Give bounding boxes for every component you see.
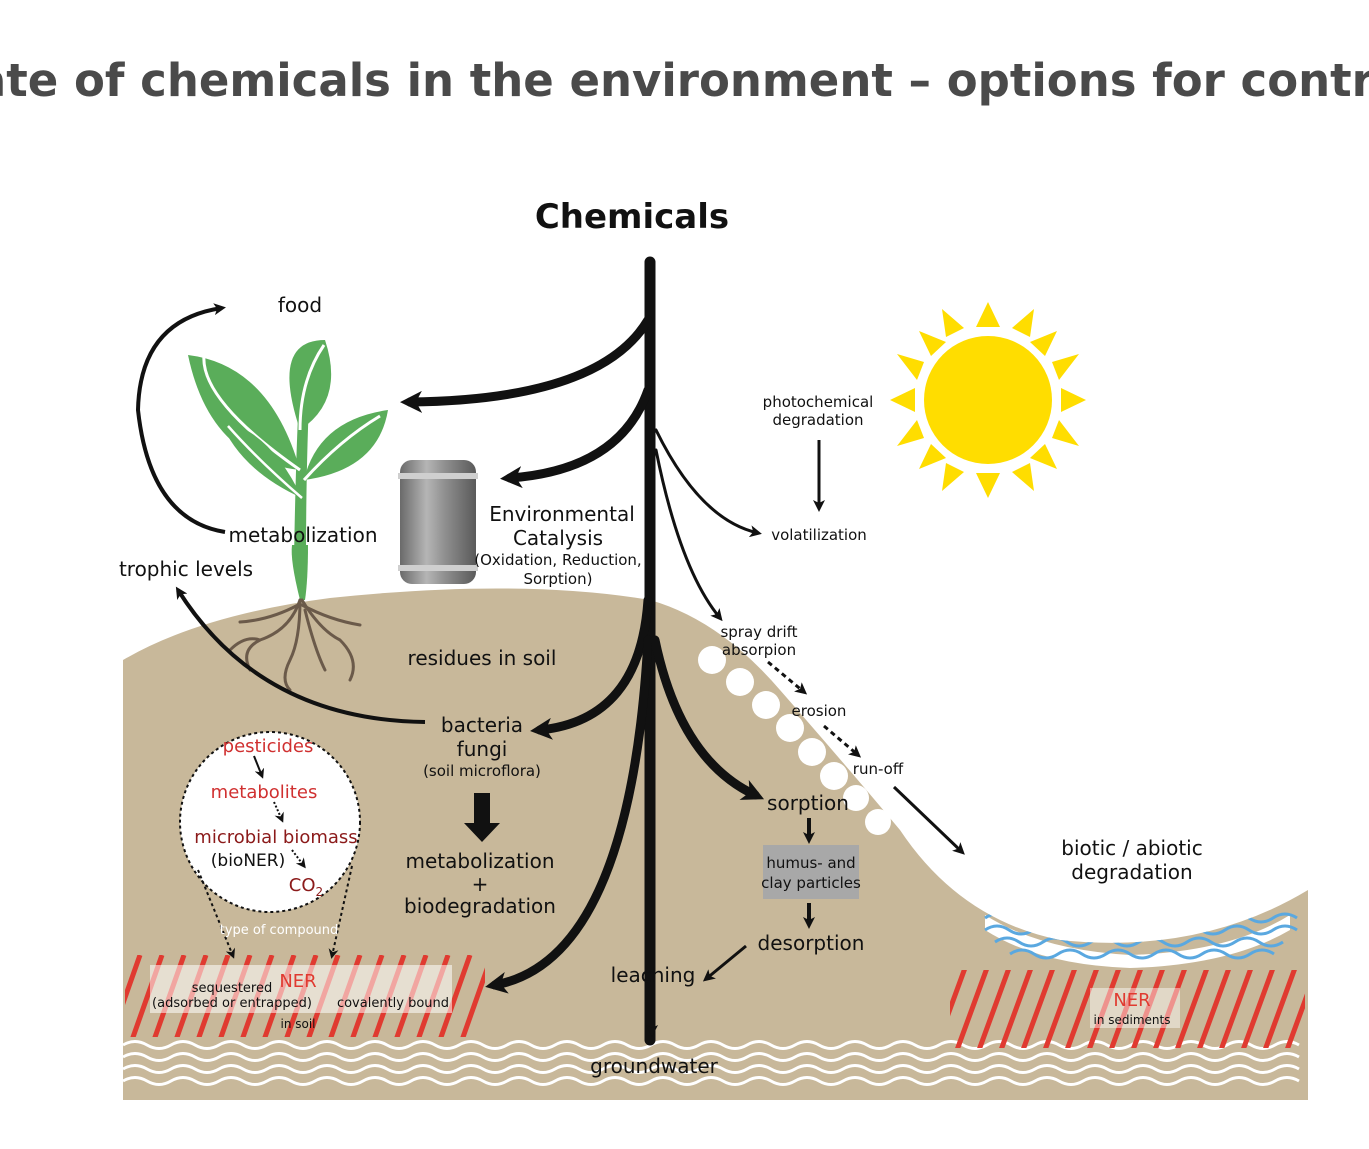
metabolization-big-arrow [464, 793, 500, 842]
in-sediments-label: in sediments [1094, 1013, 1171, 1027]
biotic-line2: degradation [1071, 860, 1192, 884]
metabolites-label: metabolites [211, 782, 318, 803]
env-catalysis-line1: Environmental [489, 502, 635, 526]
chemicals-label: Chemicals [535, 197, 729, 237]
plant-icon [188, 340, 388, 600]
run-off-label: run-off [853, 760, 904, 778]
groundwater-label: groundwater [590, 1054, 719, 1078]
fungi-label: fungi [457, 737, 508, 761]
side-flow-arrows [646, 440, 965, 1037]
plant-cycle-arrows [135, 303, 426, 724]
desorption-label: desorption [758, 931, 865, 955]
page-title: Fate of chemicals in the environment – o… [0, 54, 1369, 107]
soil-metabolization-label: metabolization [406, 849, 555, 873]
spray-drift-line2: absorpion [722, 641, 796, 659]
co2-subscript: 2 [316, 885, 324, 899]
ner-soil-label: NER [279, 971, 316, 992]
bacteria-label: bacteria [441, 713, 523, 737]
ner-soil-label-bg [150, 965, 452, 1013]
humus-box [763, 845, 859, 899]
water-pool [985, 915, 1290, 968]
roots-icon [228, 598, 362, 692]
groundwater-waves [122, 1040, 1300, 1086]
residues-label: residues in soil [408, 646, 557, 670]
co2-main: CO [289, 875, 316, 896]
photochemical-line2: degradation [772, 411, 863, 429]
trophic-levels-label: trophic levels [119, 557, 253, 581]
sorption-label: sorption [767, 791, 849, 815]
covalently-bound-label: covalently bound [337, 996, 449, 1011]
barrel-icon [398, 460, 478, 584]
ner-sediment-hatch [950, 970, 1305, 1048]
ner-sediment-label: NER [1113, 990, 1150, 1011]
leaching-label: leaching [611, 963, 696, 987]
slope-scallops [698, 646, 891, 835]
biodegradation-label: biodegradation [404, 894, 556, 918]
env-catalysis-line3: (Oxidation, Reduction, [474, 551, 641, 569]
co2-label: CO2 [289, 875, 323, 899]
humus-line1: humus- and [766, 854, 855, 872]
in-soil-label: in soil [280, 1017, 315, 1031]
microbial-biomass-label: microbial biomass [194, 827, 357, 848]
bioNER-label: (bioNER) [211, 851, 285, 871]
pesticides-label: pesticides [223, 736, 314, 757]
erosion-label: erosion [792, 702, 847, 720]
adsorbed-label: (adsorbed or entrapped) [152, 996, 312, 1011]
biotic-line1: biotic / abiotic [1061, 836, 1202, 860]
sequestered-label: sequestered [192, 981, 272, 996]
env-catalysis-line4: Sorption) [524, 570, 593, 588]
spray-drift-line1: spray drift [720, 623, 797, 641]
volatilization-label: volatilization [771, 526, 867, 544]
circle-inner-arrows [197, 755, 353, 959]
ner-sediment-label-bg [1090, 988, 1180, 1028]
plus-label: + [472, 872, 489, 896]
env-catalysis-line2: Catalysis [513, 526, 603, 550]
photochemical-line1: photochemical [763, 393, 874, 411]
plant-metabolization-label: metabolization [229, 523, 378, 547]
humus-line2: clay particles [761, 874, 861, 892]
microbial-circle [179, 731, 361, 913]
soil-microflora-label: (soil microflora) [423, 762, 541, 780]
food-label: food [278, 293, 322, 317]
type-of-compound-label: type of compound [220, 923, 339, 938]
sun-icon [890, 302, 1086, 498]
chemicals-flow-tree [400, 256, 765, 1046]
